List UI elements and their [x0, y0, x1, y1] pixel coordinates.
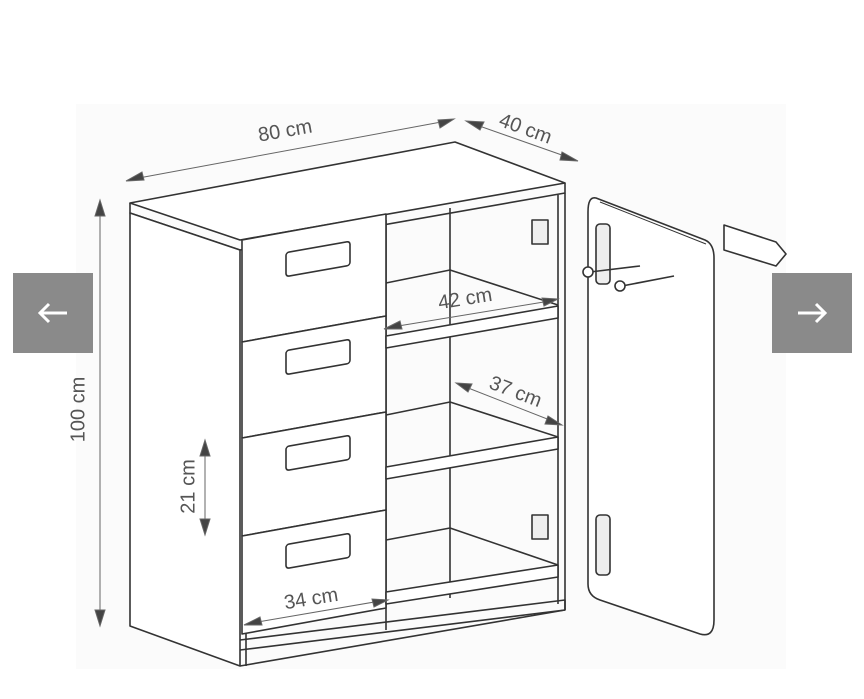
previous-image-button[interactable]: [13, 273, 93, 353]
next-image-button[interactable]: [772, 273, 852, 353]
arrow-left-icon: [37, 302, 67, 324]
height-dimension-label: 100 cm: [67, 376, 90, 443]
drawer-height-dimension-label: 21 cm: [177, 459, 200, 514]
arrow-right-icon: [798, 302, 828, 324]
